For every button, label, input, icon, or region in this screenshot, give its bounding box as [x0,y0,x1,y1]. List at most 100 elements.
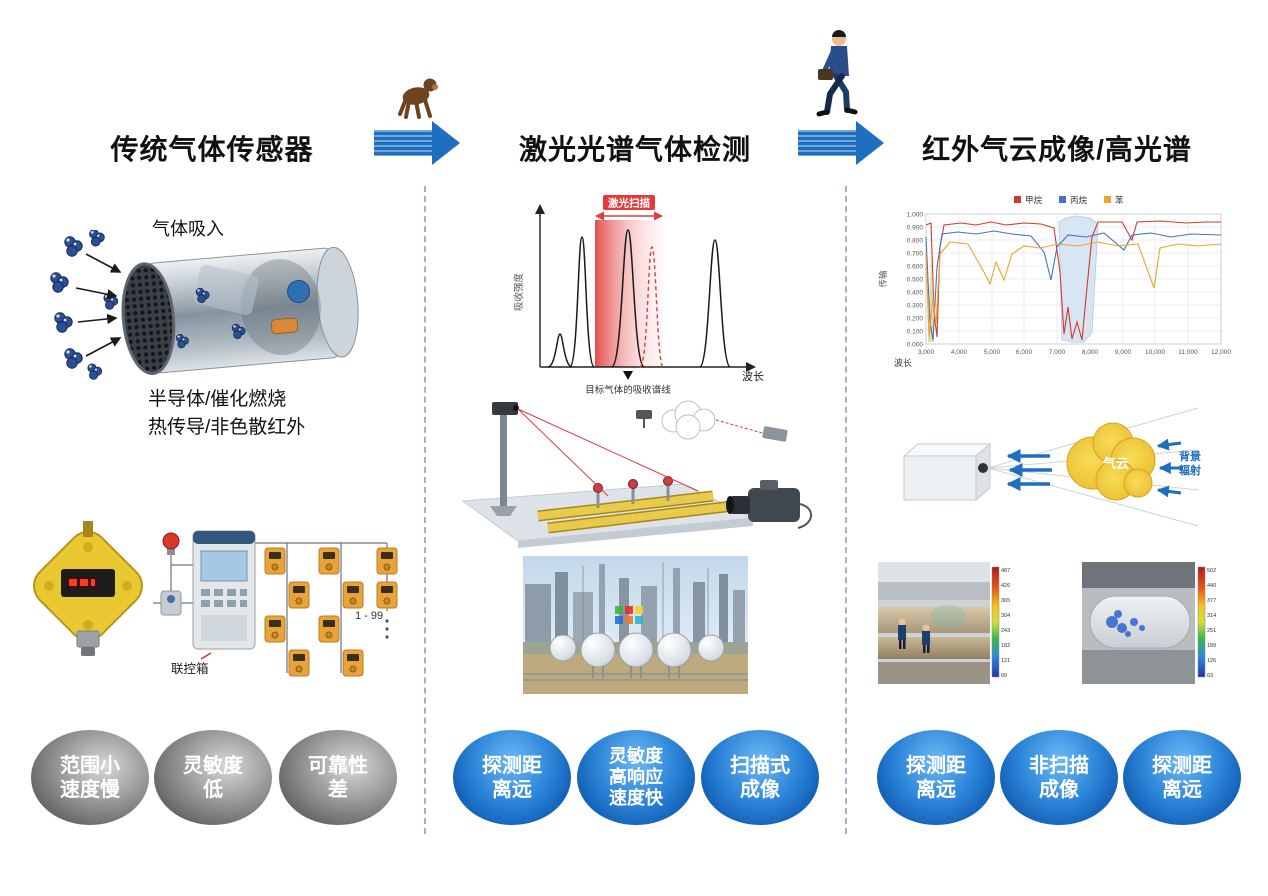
badge-line: 范围小 [60,754,120,777]
svg-text:377: 377 [1207,598,1216,604]
svg-text:辐射: 辐射 [1179,463,1201,477]
badge-line: 离远 [916,778,956,801]
svg-text:126: 126 [1207,658,1216,664]
sensor-mesh-face [121,262,176,376]
svg-text:0.300: 0.300 [907,303,924,310]
svg-text:0.800: 0.800 [907,238,924,245]
svg-text:426: 426 [1001,583,1010,589]
svg-text:189: 189 [1207,643,1216,649]
badge-line: 可靠性 [308,754,368,777]
tech-line-1: 半导体/催化燃烧 [148,389,287,410]
target-marker [623,371,633,380]
svg-text:440: 440 [1207,583,1216,589]
watermark-logo [615,606,643,624]
svg-text:243: 243 [1001,628,1010,634]
imaging-camera-box [902,442,992,502]
svg-text:12,000: 12,000 [1211,349,1231,356]
alarm-beacon [162,532,180,555]
svg-text:3,000: 3,000 [918,349,935,356]
svg-text:9,000: 9,000 [1115,349,1132,356]
svg-text:251: 251 [1207,628,1216,634]
plant-structures [525,564,745,646]
background-radiation-label: 背景 辐射 [1179,449,1201,477]
traditional-sensor-illustration [50,230,359,380]
column-title-laser: 激光光谱气体检测 [518,134,751,165]
advantage-badge-distance-ir: 探测距 离远 [877,730,995,825]
badge-line: 速度慢 [60,778,120,801]
gas-plume-sensor [636,400,788,442]
svg-text:11,000: 11,000 [1178,349,1198,356]
detector-nodes [264,547,398,677]
gas-cloud-imaging-illustration: 气云 背景 辐射 [902,407,1201,527]
gas-cloud: 气云 [1066,422,1156,501]
laser-scan-band [595,220,663,367]
chart-legend: 甲烷 丙烷 苯 [1014,195,1124,205]
gas-inhale-label: 气体吸入 [152,219,224,239]
arrow-shaft [374,130,432,156]
laser-scanning-illustration [461,400,812,548]
scale-labels: 502 440 377 314 251 189 126 63 [1207,568,1216,679]
svg-text:0.100: 0.100 [907,329,924,336]
y-tick-labels: 1.000 0.900 0.800 0.700 0.600 0.500 0.40… [907,212,924,349]
badge-line: 探测距 [1152,754,1212,777]
column-divider-left [424,186,426,834]
badge-line: 成像 [740,778,780,801]
svg-text:0.000: 0.000 [907,342,924,349]
field-sensor [160,590,182,616]
svg-text:1.000: 1.000 [907,212,924,219]
laser-absorption-chart: 激光扫描 波长 目标气体的吸收谱线 吸收强度 [513,195,764,396]
evolution-arrow-1 [374,121,460,165]
control-box-label: 联控箱 [171,661,209,676]
advantage-badge-nonscanning: 非扫描 成像 [1000,730,1118,825]
thermal-image-1: 487 426 365 304 243 182 121 60 [878,562,1010,684]
svg-text:60: 60 [1001,673,1007,679]
storage-tank [1089,595,1191,649]
lattice-lines [582,562,709,646]
advantage-badge-scanning: 扫描式 成像 [701,730,819,825]
svg-text:4,000: 4,000 [951,349,968,356]
svg-text:背景: 背景 [1179,449,1201,463]
workers [898,618,930,653]
badge-line: 离远 [492,778,532,801]
radiation-arrows-to-camera [1006,449,1052,491]
scale-labels: 487 426 365 304 243 182 121 60 [1001,568,1010,679]
svg-text:304: 304 [1001,613,1010,619]
svg-text:7,000: 7,000 [1049,349,1066,356]
column-divider-right [845,186,847,834]
limitation-badge-range: 范围小 速度慢 [31,730,149,825]
sensor-cylinder [121,246,359,376]
badge-line: 探测距 [906,754,966,777]
column-title-traditional: 传统气体传感器 [110,134,314,165]
badge-line: 灵敏度 [183,754,243,777]
svg-text:0.700: 0.700 [907,251,924,258]
y-axis-label: 传输 [878,270,888,288]
walking-man-icon [816,30,858,117]
laser-beams [517,408,699,497]
svg-text:8,000: 8,000 [1082,349,1099,356]
legend-methane: 甲烷 [1025,195,1043,205]
badge-line: 差 [328,778,348,801]
inflow-arrows [75,253,122,357]
thermal-image-2: 502 440 377 314 251 189 126 63 [1082,562,1216,684]
badge-line: 速度快 [609,788,663,809]
laser-pole-device [490,402,519,516]
svg-text:182: 182 [1001,643,1010,649]
handheld-camera [726,480,812,529]
badge-line: 离远 [1162,778,1202,801]
pipeline-lines [523,673,748,681]
yellow-pipes [537,476,734,534]
cloud-label: 气云 [1103,456,1129,471]
advantage-badge-distance-ir-2: 探测距 离远 [1123,730,1241,825]
svg-text:0.400: 0.400 [907,290,924,297]
legend-benzene: 苯 [1115,195,1124,205]
dashed-laser-peak [639,246,664,368]
limitation-badge-sensitivity: 灵敏度 低 [154,730,272,825]
storage-spheres [549,632,725,678]
svg-text:6,000: 6,000 [1016,349,1033,356]
gas-leak-overlay [1106,610,1145,637]
benzene-series [925,241,1222,338]
advantage-badge-distance: 探测距 离远 [453,730,571,825]
detector-network-diagram: 1 - 99 联控箱 [33,521,398,677]
badge-line: 成像 [1039,778,1079,801]
